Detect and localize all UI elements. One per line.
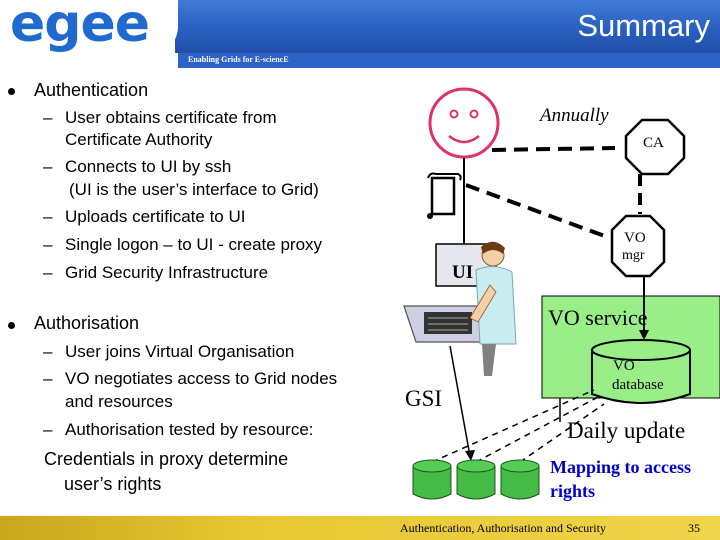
vo-database-cylinder: [591, 339, 691, 404]
auth-item-2-cont: (UI is the user’s interface to Grid): [69, 180, 319, 199]
authz-item-3: Authorisation tested by resource:: [65, 420, 314, 439]
dash-marker: –: [43, 263, 53, 282]
cert-to-vo-dashed-line: [465, 183, 611, 240]
authz-item-2: VO negotiates access to Grid nodes: [65, 369, 338, 388]
user-face-icon: [428, 87, 500, 159]
vo-database-label-line2: database: [612, 377, 664, 393]
mapping-label-line1: Mapping to access: [550, 457, 691, 477]
slide-subtitle: Enabling Grids for E-sciencE: [188, 55, 289, 64]
dash-marker: –: [43, 420, 53, 439]
storage1-dashed-line: [431, 389, 595, 463]
authentication-heading: Authentication: [34, 80, 149, 100]
authz-note-line2: user’s rights: [64, 474, 162, 494]
authz-item-2-cont: and resources: [65, 392, 173, 411]
ca-octagon: [624, 118, 686, 176]
ca-label: CA: [643, 135, 664, 151]
annually-label: Annually: [540, 105, 609, 126]
daily-update-label: Daily update: [567, 418, 686, 443]
storage2-dashed-line: [475, 395, 601, 463]
logo-container: egee: [0, 0, 178, 58]
annual-dashed-line: [491, 146, 616, 152]
storage-cylinder-icon: [456, 459, 496, 500]
ui-to-storage-arrow: [449, 345, 471, 457]
storage-cylinder-icon: [412, 459, 452, 500]
footer-text: Authentication, Authorisation and Securi…: [400, 521, 606, 535]
certificate-document-icon: [427, 172, 462, 219]
auth-item-3: Uploads certificate to UI: [65, 207, 246, 226]
authorisation-heading: Authorisation: [34, 313, 140, 333]
gsi-label: GSI: [405, 386, 443, 411]
dash-marker: –: [43, 108, 53, 127]
vo-mgr-label-line1: VO: [624, 230, 646, 246]
auth-item-1-cont: Certificate Authority: [65, 130, 213, 149]
vo-mgr-label-line2: mgr: [622, 248, 645, 263]
slide-title: Summary: [577, 8, 710, 43]
mapping-label-line2: rights: [550, 481, 595, 501]
egee-logo: egee: [10, 0, 150, 54]
bullet-dot: [8, 322, 15, 329]
auth-item-4: Single logon – to UI - create proxy: [65, 235, 323, 254]
authz-note-line1: Credentials in proxy determine: [44, 449, 289, 469]
page-number: 35: [688, 521, 700, 535]
auth-item-2: Connects to UI by ssh: [65, 157, 232, 176]
auth-item-5: Grid Security Infrastructure: [65, 263, 269, 282]
storage-cylinder-icon: [500, 459, 540, 500]
title-band: Summary: [175, 0, 720, 53]
auth-item-1: User obtains certificate from: [65, 108, 277, 127]
subtitle-bar: [178, 53, 720, 68]
dash-marker: –: [43, 235, 53, 254]
dash-marker: –: [43, 207, 53, 226]
ui-label: UI: [452, 262, 474, 283]
vo-database-label-line1: VO: [613, 358, 635, 374]
bullet-dot: [8, 88, 15, 95]
footer-bar: [0, 516, 720, 540]
dash-marker: –: [43, 157, 53, 176]
dash-marker: –: [43, 369, 53, 388]
vo-mgr-octagon: [610, 214, 666, 278]
authz-item-1: User joins Virtual Organisation: [65, 342, 295, 361]
vo-service-label: VO service: [548, 305, 648, 330]
ui-computer-icon: [403, 241, 517, 376]
dash-marker: –: [43, 342, 53, 361]
